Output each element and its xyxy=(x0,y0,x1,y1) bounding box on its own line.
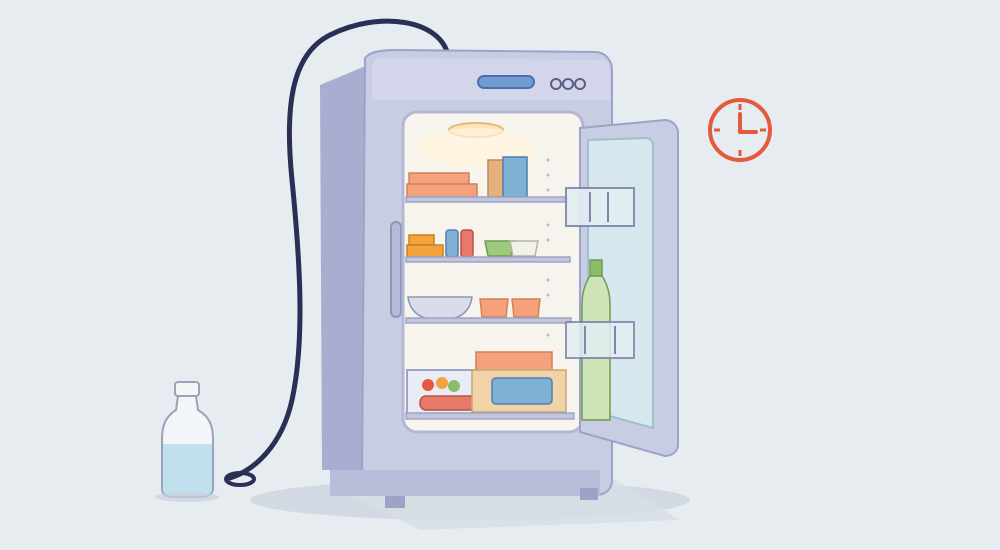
fridge-door xyxy=(565,118,679,458)
clock-icon xyxy=(708,98,772,162)
fridge-interior xyxy=(401,110,585,434)
bowl-green xyxy=(484,240,515,257)
food-box-bottom xyxy=(406,183,478,198)
veg-green xyxy=(448,380,460,392)
jar-small-red xyxy=(460,229,474,258)
bowl-white xyxy=(509,240,539,257)
shelf-3 xyxy=(405,317,572,324)
shelf-2 xyxy=(405,256,571,263)
veg-tomato xyxy=(422,379,434,391)
jar-blue xyxy=(502,156,528,198)
display-panel xyxy=(477,75,535,89)
fridge-foot-right xyxy=(580,488,598,500)
door-bin-top xyxy=(565,187,635,227)
cheese-top xyxy=(408,234,435,246)
water-bottle xyxy=(155,381,219,502)
cheese-bottom xyxy=(406,244,444,258)
container-blue-label xyxy=(491,377,553,405)
fridge-foot-left xyxy=(385,496,405,508)
control-knob-2 xyxy=(562,78,574,90)
fridge-handle xyxy=(390,221,402,318)
cup-orange-2 xyxy=(511,298,541,318)
power-cord xyxy=(227,18,451,481)
bottom-shelf xyxy=(405,412,575,420)
control-knob-3 xyxy=(574,78,586,90)
control-knob-1 xyxy=(550,78,562,90)
veg-orange xyxy=(436,377,448,389)
jar-small-blue xyxy=(445,229,459,258)
food-box-top xyxy=(408,172,470,186)
shelf-1 xyxy=(405,196,569,203)
cord-loop xyxy=(224,471,256,487)
door-bin-bottom xyxy=(565,321,635,359)
cup-orange-1 xyxy=(479,298,509,318)
